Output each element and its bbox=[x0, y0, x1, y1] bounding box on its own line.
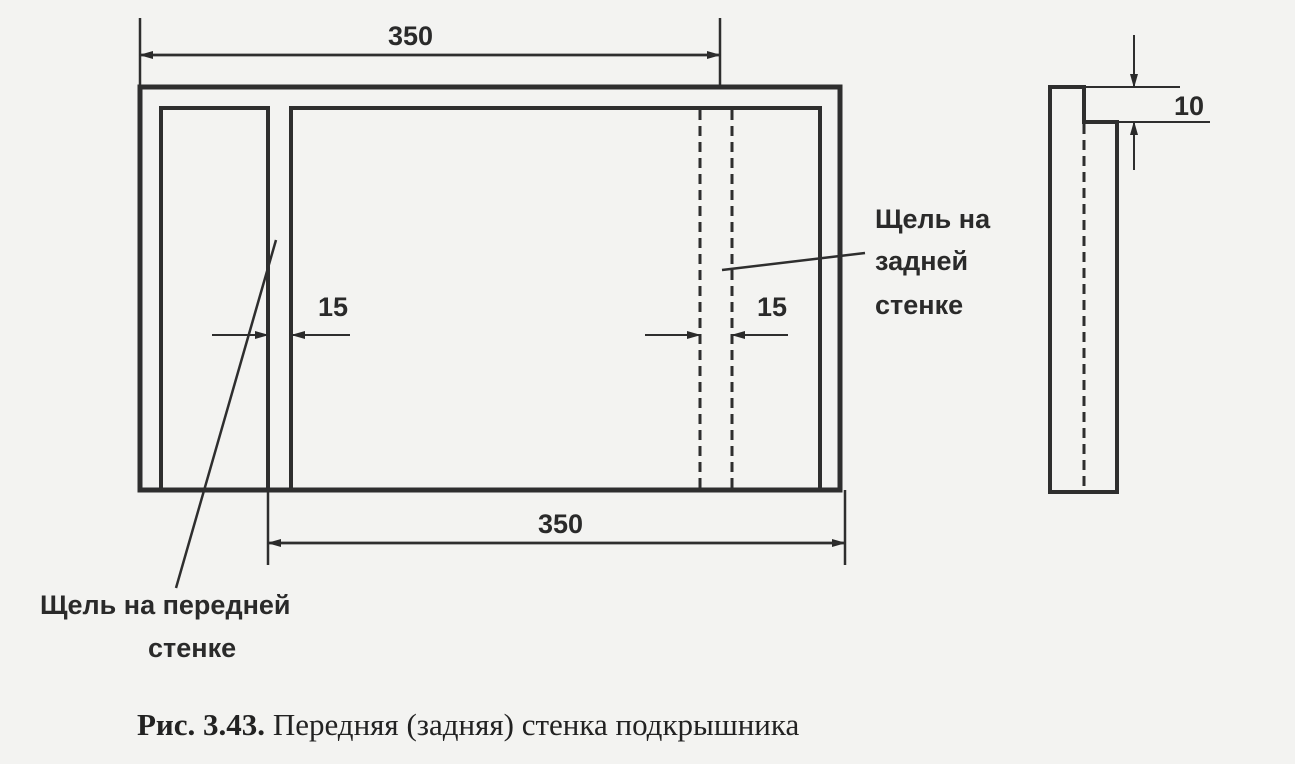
slot-right-value: 15 bbox=[757, 292, 787, 322]
front-slot-panel bbox=[159, 106, 270, 492]
side-step-value: 10 bbox=[1174, 91, 1204, 121]
side-dimension bbox=[1084, 35, 1210, 170]
back-slot-label-3: стенке bbox=[875, 290, 963, 320]
leader-front-slot bbox=[174, 239, 278, 589]
top-dimension-value: 350 bbox=[388, 21, 433, 51]
caption-text: Передняя (задняя) стенка подкрышника bbox=[273, 707, 800, 742]
back-slot-label-1: Щель на bbox=[875, 204, 991, 234]
caption-number: Рис. 3.43. bbox=[137, 707, 265, 742]
leader-back-slot bbox=[721, 251, 866, 272]
slot-left-value: 15 bbox=[318, 292, 348, 322]
back-slot-label-2: задней bbox=[875, 246, 968, 276]
figure-caption: Рис. 3.43. Передняя (задняя) стенка подк… bbox=[137, 707, 799, 742]
front-slot-label-2: стенке bbox=[148, 633, 236, 663]
side-view bbox=[1048, 85, 1119, 494]
bottom-dimension bbox=[266, 490, 847, 565]
top-dimension bbox=[138, 18, 722, 87]
front-slot-label-1: Щель на передней bbox=[40, 590, 291, 620]
main-panel bbox=[289, 106, 822, 492]
front-wall-outline bbox=[137, 84, 843, 493]
bottom-dimension-value: 350 bbox=[538, 509, 583, 539]
